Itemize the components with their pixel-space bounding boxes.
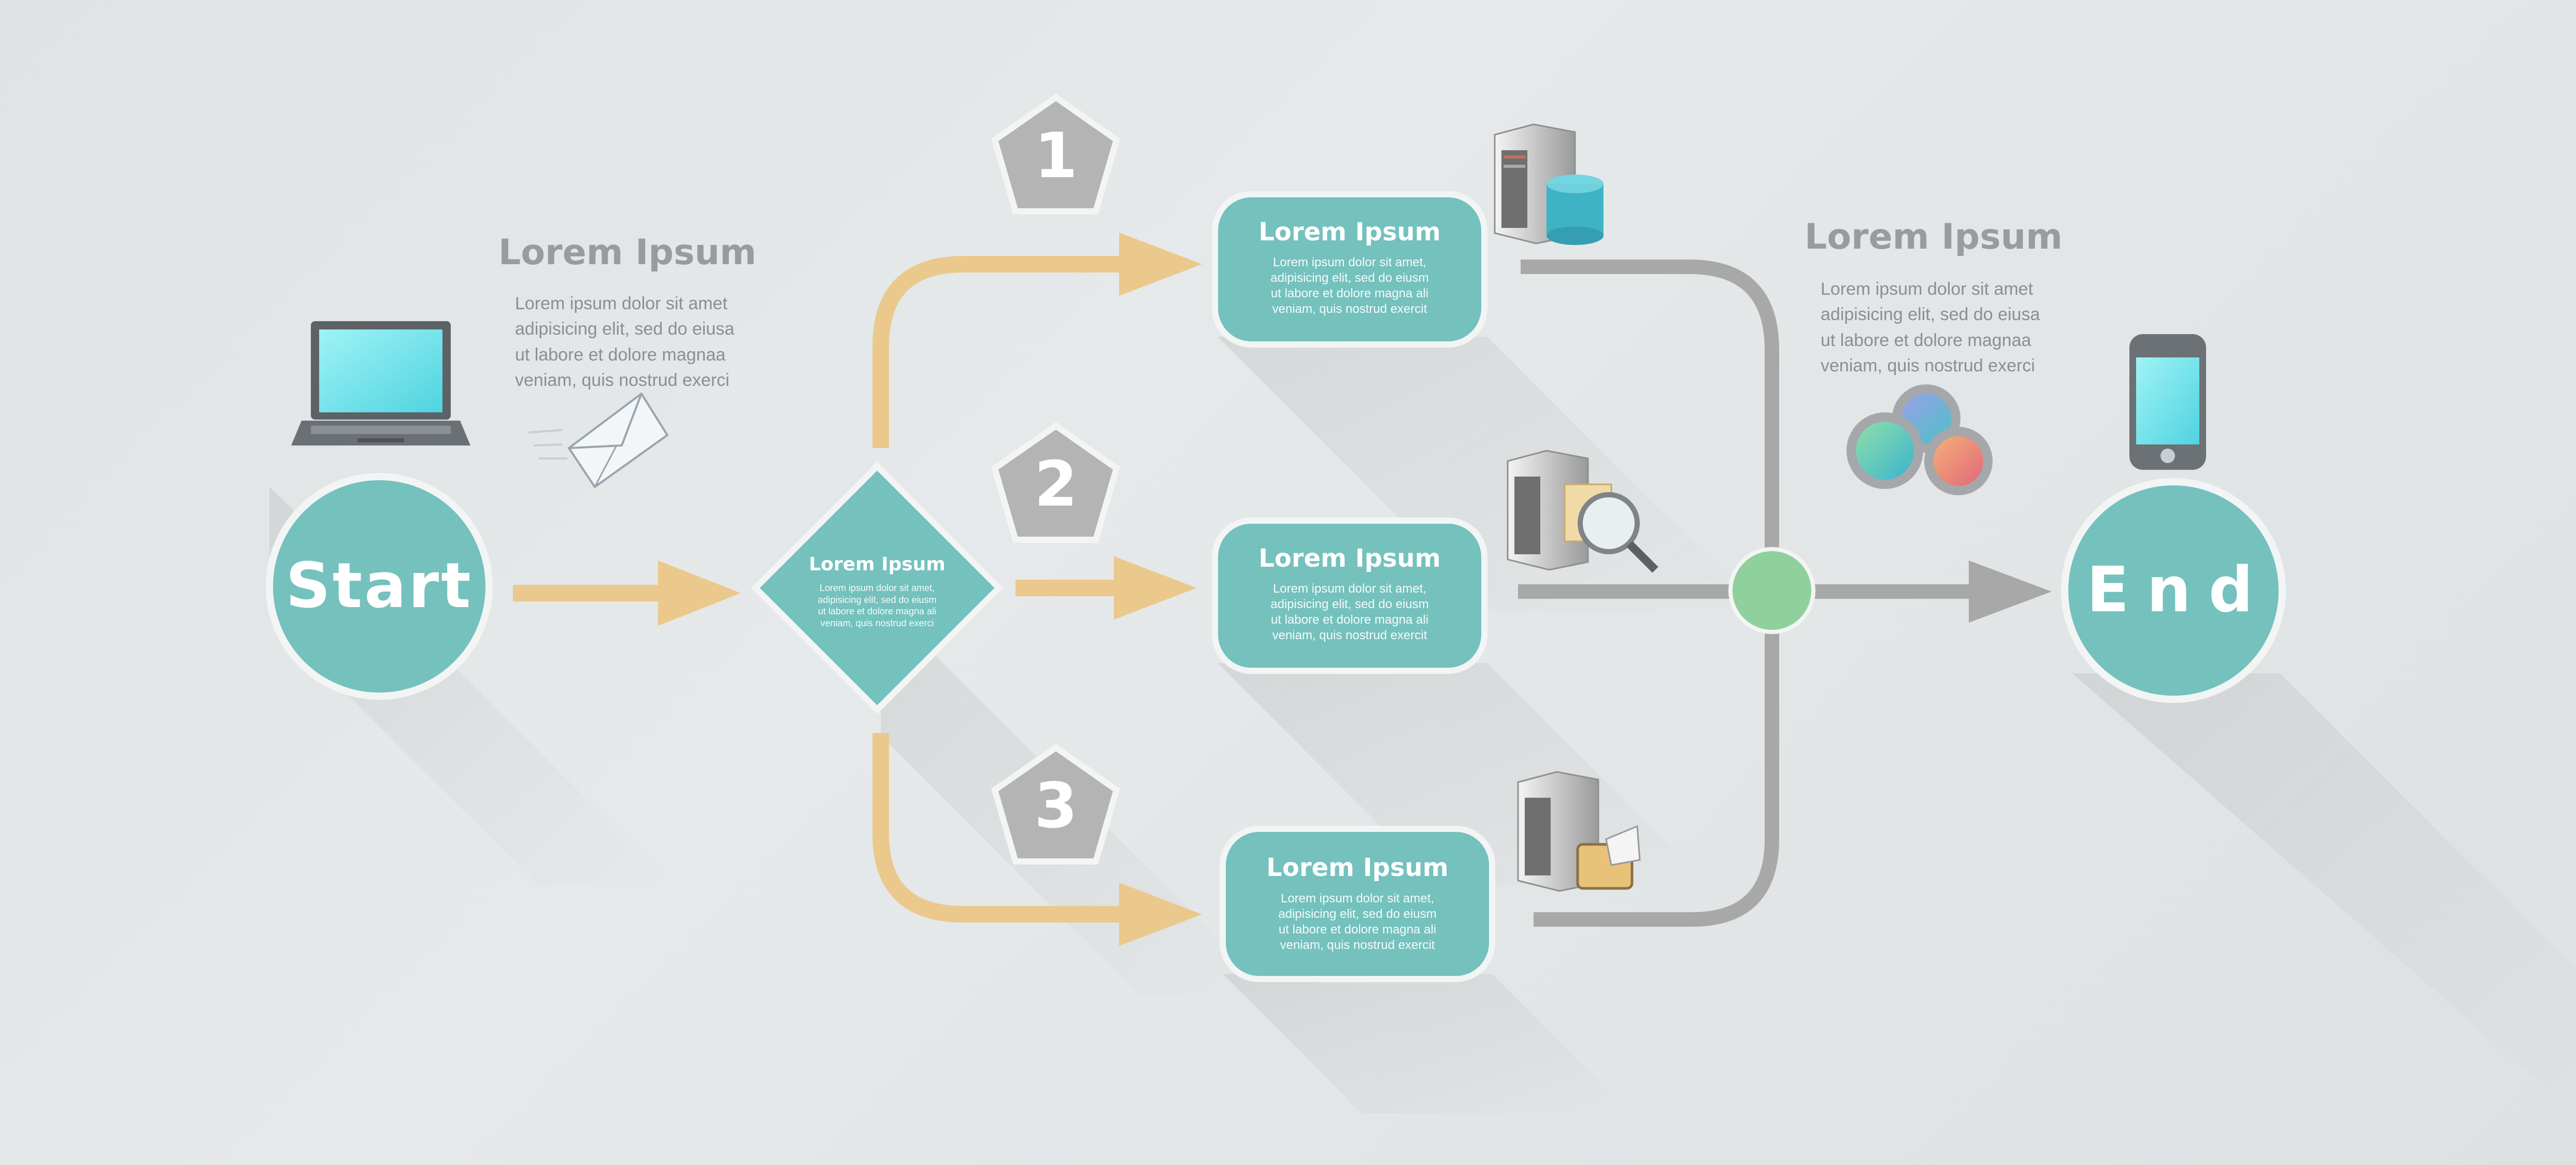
step-1-description: Lorem ipsum dolor sit amet, adipisicing …	[1215, 255, 1484, 317]
step-1-badge	[991, 93, 1120, 214]
left-note-line: veniam, quis nostrud exerci	[515, 370, 729, 390]
orange-connectors	[513, 256, 1135, 923]
right-note-line: Lorem ipsum dolor sit amet	[1821, 279, 2034, 299]
step-1-number: 1	[1034, 120, 1078, 192]
arrowhead	[1969, 560, 2052, 623]
step-1-box	[1212, 191, 1487, 348]
decision-description: Lorem ipsum dolor sit amet, adipisicing …	[798, 582, 956, 629]
left-note-line: ut labore et dolore magnaa	[515, 344, 726, 365]
step-1-line: veniam, quis nostrud exercit	[1272, 302, 1427, 316]
gears-icon	[1847, 384, 1993, 495]
step-2-description: Lorem ipsum dolor sit amet, adipisicing …	[1215, 581, 1484, 643]
server-folder-icon	[1517, 771, 1641, 892]
step-3-line: adipisicing elit, sed do eiusm	[1278, 907, 1437, 921]
laptop-icon	[291, 321, 470, 445]
branch-1-connector	[872, 256, 1135, 448]
step-2-box	[1212, 517, 1487, 674]
step-2-badge	[991, 422, 1120, 543]
step-2-line: veniam, quis nostrud exercit	[1272, 628, 1427, 642]
start-label: Start	[285, 550, 473, 622]
branch-3-connector	[872, 733, 1135, 923]
decision-line: Lorem ipsum dolor sit amet,	[819, 583, 935, 593]
smartphone-icon	[2129, 334, 2206, 470]
step-2-line: adipisicing elit, sed do eiusm	[1270, 597, 1429, 611]
decision-line: adipisicing elit, sed do eiusm	[818, 594, 937, 605]
orange-arrowheads	[658, 233, 1202, 946]
step-1-line: Lorem ipsum dolor sit amet,	[1272, 255, 1427, 269]
server-database-icon	[1494, 123, 1604, 245]
arrowhead	[1119, 233, 1202, 296]
decision-line: veniam, quis nostrud exerci	[820, 617, 934, 628]
step-2-line: ut labore et dolore magna ali	[1270, 613, 1429, 627]
end-label: End	[2086, 554, 2271, 626]
envelope-icon	[528, 392, 669, 488]
start-node	[266, 473, 493, 700]
step-3-box	[1220, 826, 1495, 982]
server-magnifier-icon	[1507, 450, 1658, 573]
right-note-line: ut labore et dolore magnaa	[1821, 330, 2031, 350]
arrowhead	[1114, 556, 1197, 620]
step-3-number: 3	[1034, 770, 1078, 842]
step-3-line: ut labore et dolore magna ali	[1278, 923, 1437, 937]
left-note-text: Lorem ipsum dolor sit amet adipisicing e…	[515, 291, 784, 393]
right-note-text: Lorem ipsum dolor sit amet adipisicing e…	[1821, 277, 2090, 379]
left-note-heading: Lorem Ipsum	[498, 232, 756, 273]
step-3-description: Lorem ipsum dolor sit amet, adipisicing …	[1223, 891, 1492, 953]
arrowhead	[658, 560, 741, 626]
step-1-title: Lorem Ipsum	[1258, 218, 1441, 247]
left-note-line: adipisicing elit, sed do eiusa	[515, 319, 735, 339]
step-2-title: Lorem Ipsum	[1258, 544, 1441, 573]
right-note-line: veniam, quis nostrud exerci	[1821, 355, 2035, 376]
right-note-heading: Lorem Ipsum	[1805, 217, 2063, 257]
step-3-line: Lorem ipsum dolor sit amet,	[1280, 891, 1435, 905]
decision-line: ut labore et dolore magna ali	[818, 606, 937, 616]
step-3-title: Lorem Ipsum	[1266, 853, 1449, 882]
step-3-badge	[991, 743, 1120, 865]
decision-node	[751, 462, 1004, 714]
step-3-line: veniam, quis nostrud exercit	[1280, 938, 1435, 952]
step-1-line: ut labore et dolore magna ali	[1270, 286, 1429, 300]
step-2-line: Lorem ipsum dolor sit amet,	[1272, 582, 1427, 596]
decision-title: Lorem Ipsum	[809, 554, 946, 575]
left-note-line: Lorem ipsum dolor sit amet	[515, 294, 728, 313]
step-2-number: 2	[1034, 449, 1078, 521]
step-1-line: adipisicing elit, sed do eiusm	[1270, 271, 1429, 285]
right-note-line: adipisicing elit, sed do eiusa	[1821, 305, 2040, 325]
end-node	[2061, 478, 2286, 703]
arrowhead	[1119, 883, 1202, 946]
junction-node	[1728, 547, 1815, 634]
